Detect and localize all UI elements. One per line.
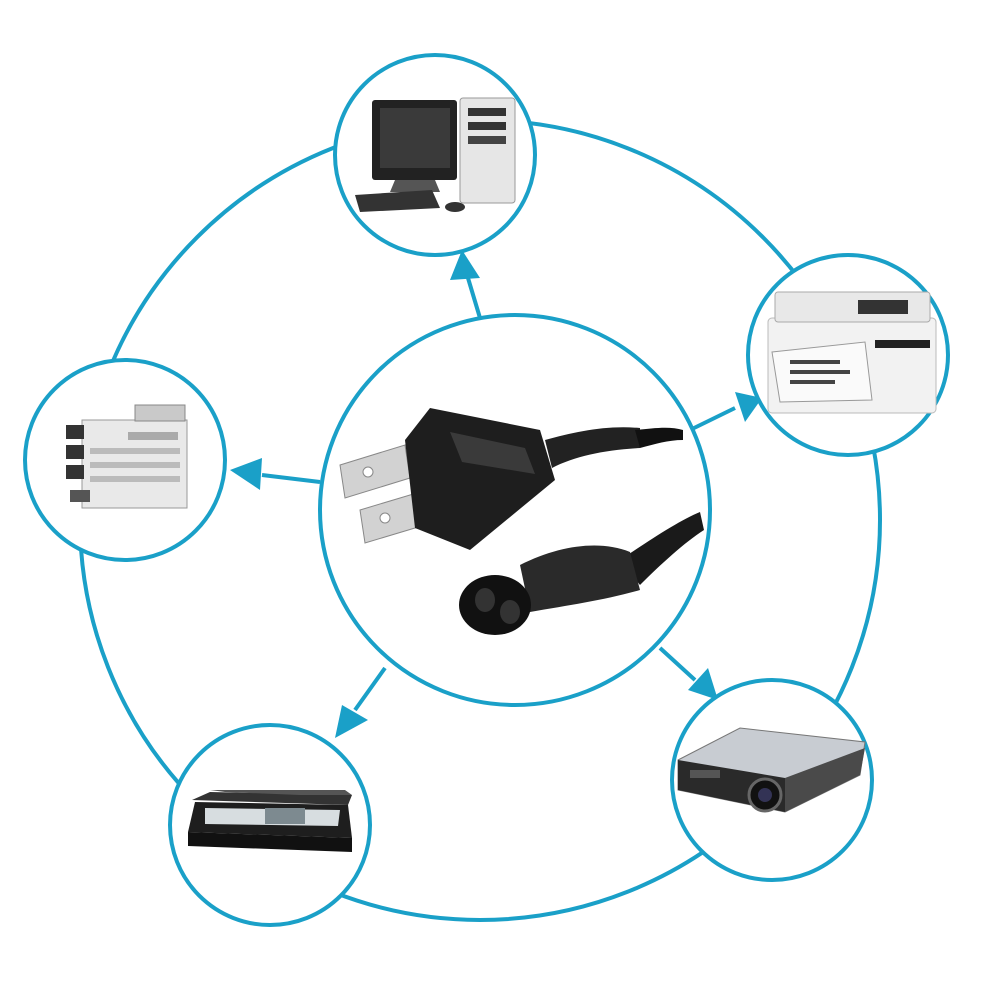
arrow-to-copier (230, 458, 321, 490)
ac-power-cord-icon (339, 408, 704, 635)
printer-icon (767, 291, 937, 414)
scanner-icon (188, 790, 352, 852)
device-node-printer (746, 253, 950, 457)
arrow-to-computer (450, 250, 482, 319)
arrow-to-scanner (335, 666, 387, 738)
device-node-computer (333, 53, 537, 257)
desktop-computer-icon (355, 97, 516, 212)
device-node-copier (23, 358, 227, 562)
device-node-projector (670, 678, 874, 882)
arrow-to-printer (689, 392, 762, 432)
copier-icon (66, 404, 188, 509)
center-node-power-cord (318, 313, 712, 707)
device-node-scanner (168, 723, 372, 927)
projector-icon (677, 727, 866, 813)
arrow-to-projector (658, 646, 718, 700)
